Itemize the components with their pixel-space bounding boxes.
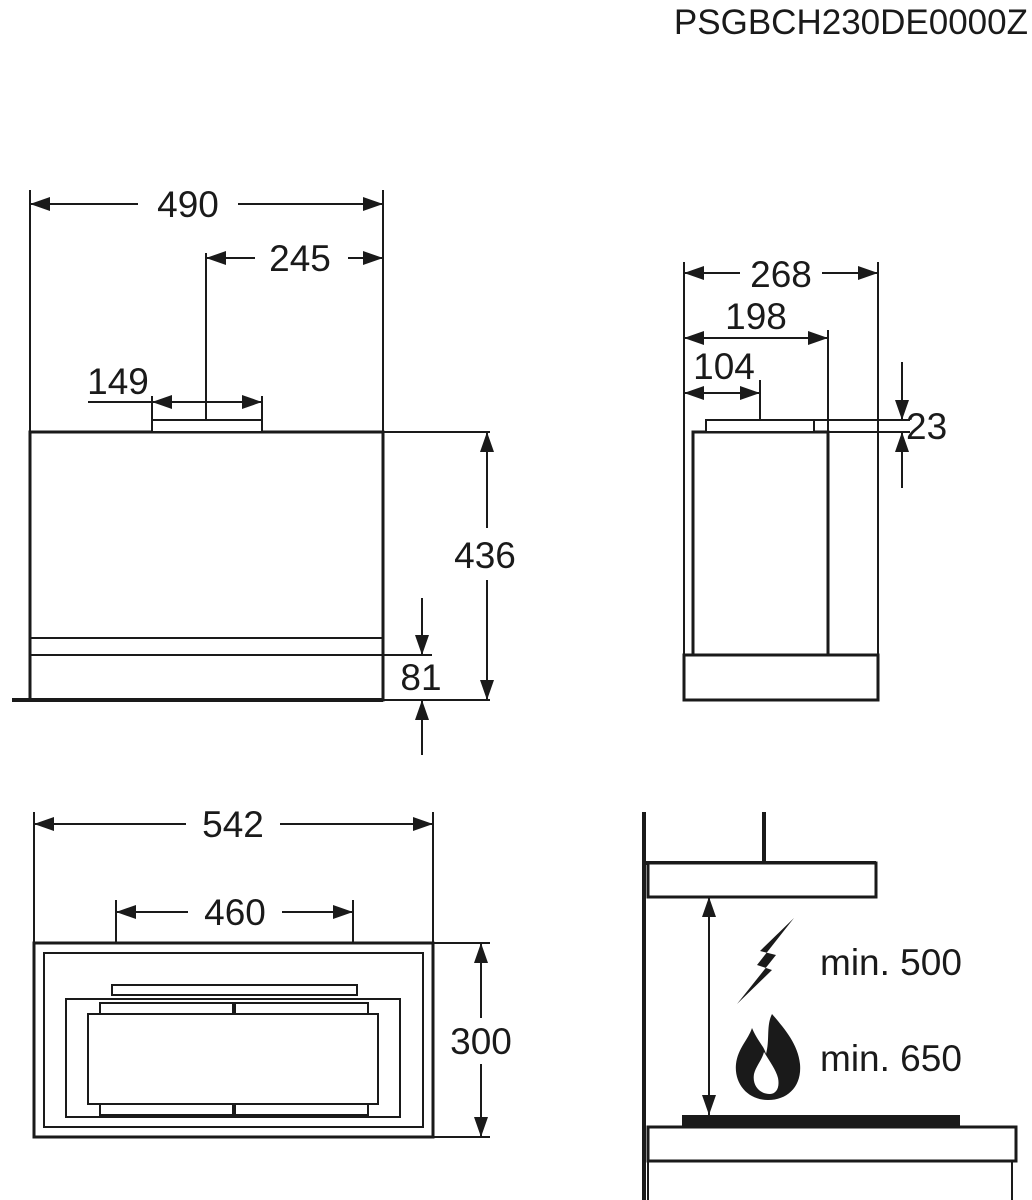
front-width-label: 490 (157, 184, 219, 225)
lightning-icon (737, 918, 794, 1004)
hood-side-silhouette (646, 861, 878, 899)
side-depth-label: 268 (750, 254, 812, 295)
front-bottom-height-label: 81 (400, 657, 441, 698)
front-outlet-offset-label: 245 (269, 238, 331, 279)
hood-body-front (28, 430, 385, 702)
clearance-view: min. 500 min. 650 (642, 812, 1018, 1200)
outlet-front (151, 419, 263, 433)
top-width-label: 542 (202, 804, 264, 845)
worktop (646, 1125, 1018, 1163)
side-view: 268 198 104 23 (682, 254, 947, 702)
side-outlet-width-label: 104 (693, 346, 755, 387)
hood-base-side (682, 653, 880, 702)
filter-panel-top (87, 1013, 379, 1105)
front-view: 490 245 149 436 81 (12, 184, 516, 755)
outlet-top (111, 984, 358, 996)
product-code: PSGBCH230DE0000Z (674, 3, 1028, 42)
electric-clearance-label: min. 500 (820, 942, 962, 983)
side-outlet-height-label: 23 (906, 406, 947, 447)
outlet-side (705, 419, 815, 433)
front-outlet-width-label: 149 (87, 361, 149, 402)
top-view: 542 460 300 (32, 804, 512, 1139)
side-outlet-offset-label: 198 (725, 296, 787, 337)
hob (682, 1115, 960, 1127)
hood-body-side (691, 430, 830, 657)
flame-icon (735, 1014, 801, 1100)
front-height-label: 436 (454, 535, 516, 576)
gas-clearance-label: min. 650 (820, 1038, 962, 1079)
top-depth-label: 300 (450, 1021, 512, 1062)
top-inner-width-label: 460 (204, 892, 266, 933)
